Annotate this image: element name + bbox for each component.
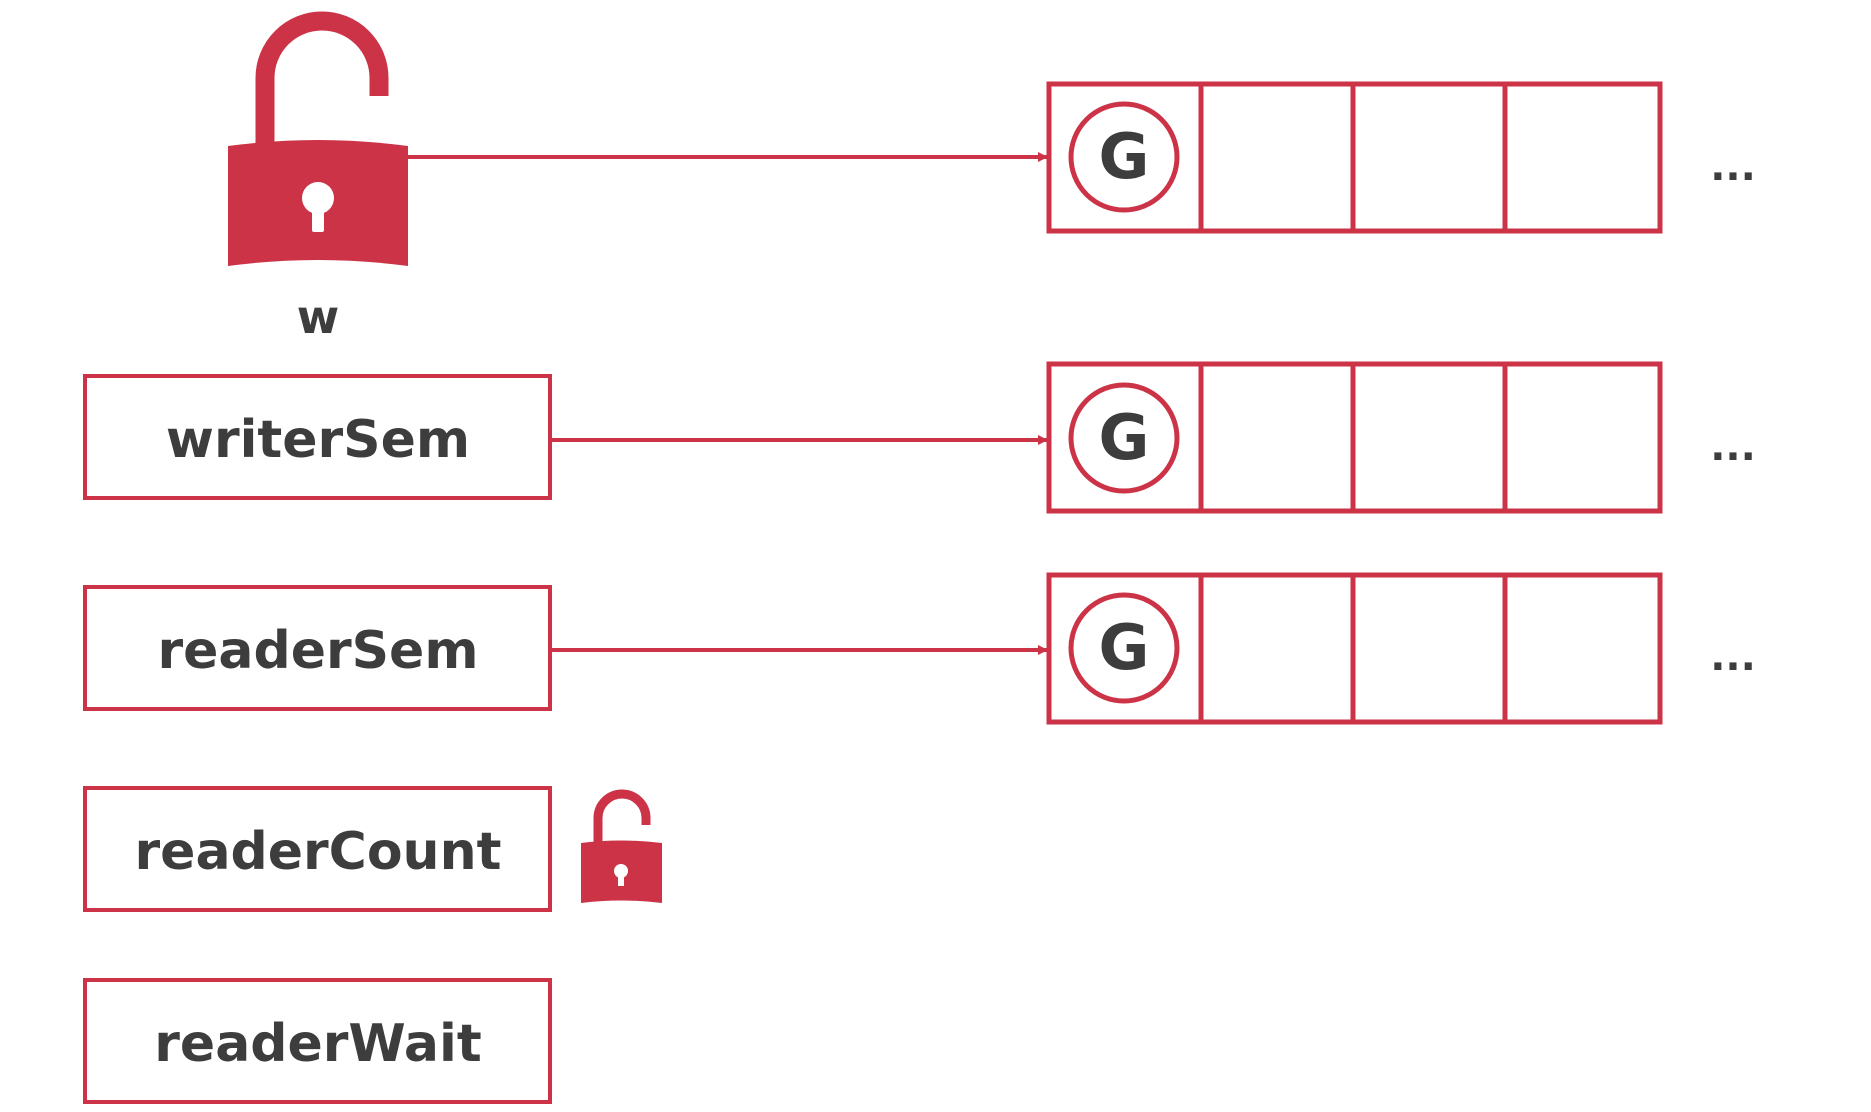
goroutine-label: G: [1099, 401, 1150, 474]
goroutine-icon: [1068, 382, 1180, 494]
goroutine-label: G: [1099, 611, 1150, 684]
field-readerwait: readerWait: [83, 978, 552, 1104]
wait-queue-w: G: [1046, 81, 1663, 234]
wait-queue-readersem: G: [1046, 572, 1663, 725]
field-readersem: readerSem: [83, 585, 552, 711]
field-label: readerCount: [135, 822, 502, 882]
lock-label-w: w: [297, 290, 340, 344]
field-writersem: writerSem: [83, 374, 552, 500]
field-readercount: readerCount: [83, 786, 552, 912]
queue-more-ellipsis: ...: [1710, 144, 1756, 190]
unlocked-padlock-icon: [228, 11, 408, 266]
field-label: writerSem: [166, 410, 470, 470]
wait-queue-writersem: G: [1046, 361, 1663, 514]
small-unlocked-padlock-icon: [581, 789, 662, 903]
queue-more-ellipsis: ...: [1710, 424, 1756, 470]
field-label: readerSem: [157, 621, 478, 681]
queue-more-ellipsis: ...: [1710, 634, 1756, 680]
goroutine-icon: [1068, 101, 1180, 213]
goroutine-icon: [1068, 592, 1180, 704]
goroutine-label: G: [1099, 120, 1150, 193]
field-label: readerWait: [154, 1014, 481, 1074]
